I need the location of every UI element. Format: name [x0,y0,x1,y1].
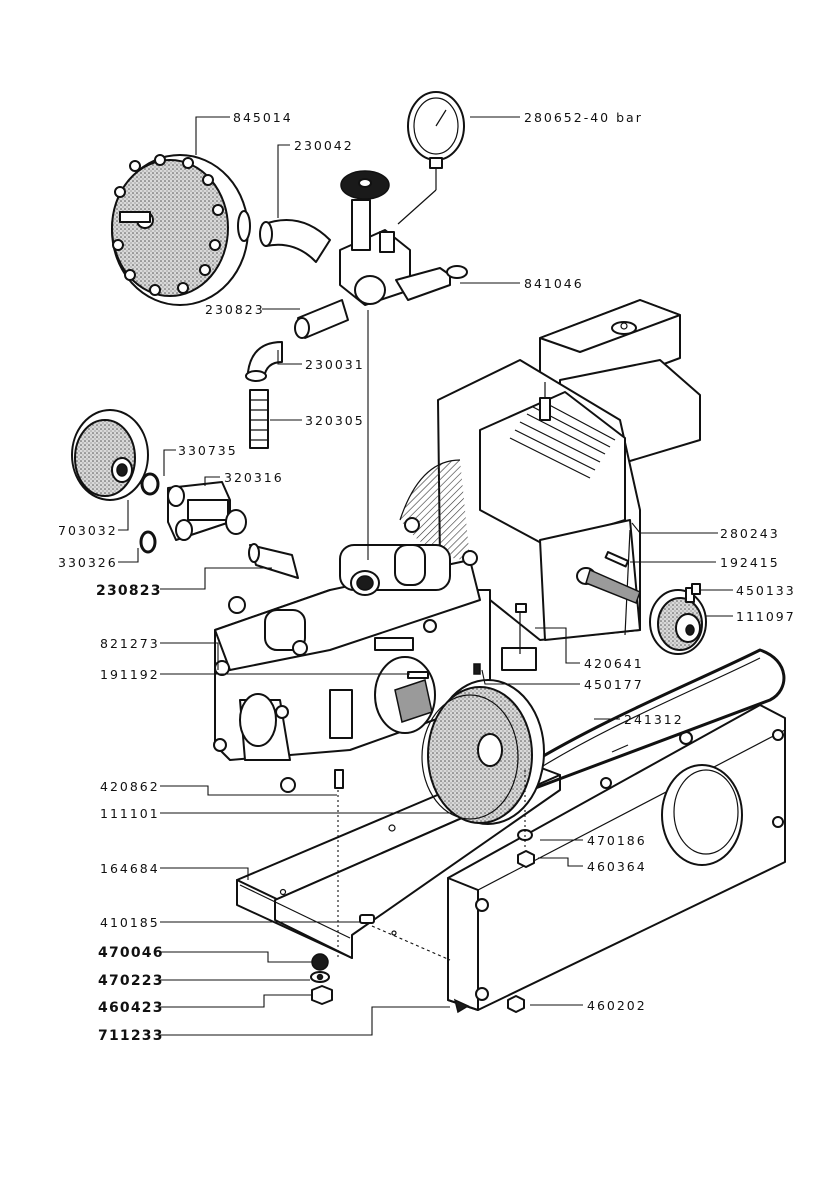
label-460423: 460423 [98,1000,164,1016]
label-280243: 280243 [720,526,780,541]
label-164684: 164684 [100,861,160,876]
label-460364: 460364 [587,859,647,874]
label-191192: 191192 [100,667,160,682]
label-470046: 470046 [98,945,164,961]
label-230042: 230042 [294,138,354,153]
label-241312: 241312 [624,712,684,727]
pressure-regulator-cover [112,155,250,305]
label-330735: 330735 [178,443,238,458]
engine-pulley [650,588,706,654]
label-450177: 450177 [584,677,644,692]
inlet-cover-703032 [72,410,148,500]
nipple-230823-top [295,300,348,338]
label-420641: 420641 [584,656,644,671]
elbow-230031 [246,342,282,381]
label-280652: 280652-40 bar [524,110,643,125]
label-845014: 845014 [233,110,293,125]
pressure-gauge [398,92,464,224]
label-230823-top: 230823 [205,302,265,317]
label-320316: 320316 [224,470,284,485]
label-330326: 330326 [58,555,118,570]
label-711233: 711233 [98,1028,164,1044]
label-470223: 470223 [98,973,164,989]
elbow-230042 [260,220,330,262]
label-821273: 821273 [100,636,160,651]
label-703032: 703032 [58,523,118,538]
label-230823-lower: 230823 [96,583,162,599]
tee-fitting-320316 [168,482,246,540]
label-230031: 230031 [305,357,365,372]
washer-330326 [141,532,155,552]
label-111097: 111097 [736,609,796,624]
label-450133: 450133 [736,583,796,598]
label-111101: 111101 [100,806,160,821]
label-460202: 460202 [587,998,647,1013]
label-420862: 420862 [100,779,160,794]
label-192415: 192415 [720,555,780,570]
hose-fitting-320305 [250,390,268,448]
nipple-230823-lower [249,544,298,578]
unloader-valve [340,171,467,305]
label-320305: 320305 [305,413,365,428]
label-841046: 841046 [524,276,584,291]
label-410185: 410185 [100,915,160,930]
o-ring-330735 [142,474,158,494]
label-470186: 470186 [587,833,647,848]
